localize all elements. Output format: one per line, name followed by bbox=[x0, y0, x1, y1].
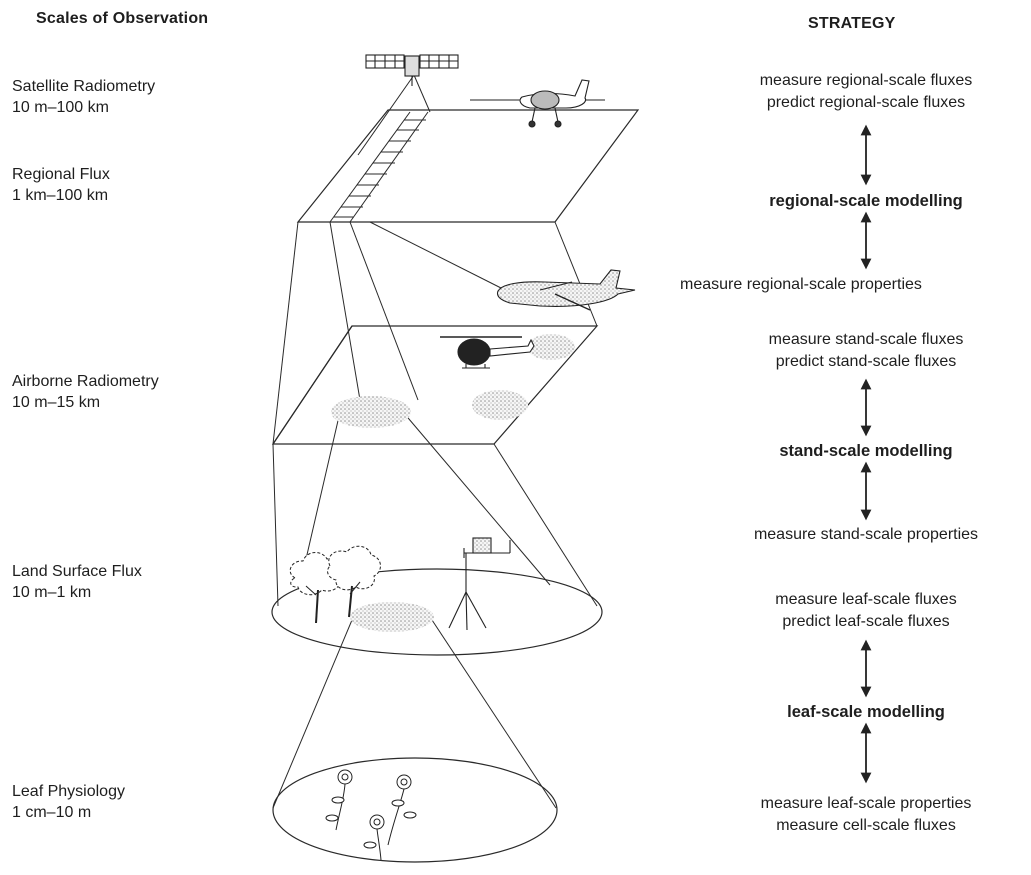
flux-tower-icon bbox=[448, 537, 511, 631]
projection-lines-regional bbox=[272, 221, 598, 445]
projection-lines-land bbox=[272, 619, 557, 809]
strategy-line: measure stand-scale fluxes bbox=[768, 331, 964, 348]
scales-of-observation-heading: Scales of Observation bbox=[36, 10, 209, 27]
jet-plane-icon bbox=[496, 269, 636, 311]
footprint-airborne-top bbox=[527, 334, 575, 360]
scale-range: 10 m–15 km bbox=[12, 394, 101, 411]
strategy-line: predict stand-scale fluxes bbox=[775, 353, 957, 370]
scale-range: 1 cm–10 m bbox=[12, 804, 92, 821]
strategy-line: predict leaf-scale fluxes bbox=[782, 613, 950, 630]
helicopter-icon bbox=[440, 336, 535, 369]
strategy-leaf-bottom: measure leaf-scale properties measure ce… bbox=[696, 793, 1031, 837]
land-surface-ellipse bbox=[271, 568, 603, 656]
tree-icon bbox=[289, 545, 381, 624]
footprint-airborne-left bbox=[331, 396, 411, 428]
ladder-strip bbox=[329, 74, 431, 223]
strategy-heading: STRATEGY bbox=[808, 15, 896, 32]
scale-name: Satellite Radiometry bbox=[12, 78, 156, 95]
footprint-land bbox=[350, 602, 434, 632]
regional-plane bbox=[296, 109, 640, 223]
scale-name: Land Surface Flux bbox=[12, 563, 142, 580]
strategy-line: measure cell-scale fluxes bbox=[776, 817, 956, 834]
scale-land-surface-flux: Land Surface Flux 10 m–1 km bbox=[12, 561, 142, 603]
scale-leaf-physiology: Leaf Physiology 1 cm–10 m bbox=[12, 781, 125, 823]
scale-airborne-radiometry: Airborne Radiometry 10 m–15 km bbox=[12, 371, 159, 413]
strategy-stand-model: stand-scale modelling bbox=[779, 442, 953, 460]
scale-name: Airborne Radiometry bbox=[12, 373, 159, 390]
leaf-ellipse bbox=[272, 757, 558, 863]
strategy-line: measure leaf-scale fluxes bbox=[775, 591, 957, 608]
satellite-icon bbox=[365, 54, 459, 86]
scale-regional-flux: Regional Flux 1 km–100 km bbox=[12, 164, 110, 206]
strategy-leaf-model: leaf-scale modelling bbox=[787, 703, 945, 721]
strategy-line: measure regional-scale fluxes bbox=[759, 72, 973, 89]
scale-range: 10 m–100 km bbox=[12, 99, 109, 116]
strategy-line: measure leaf-scale properties bbox=[760, 795, 972, 812]
scale-name: Regional Flux bbox=[12, 166, 110, 183]
scale-name: Leaf Physiology bbox=[12, 783, 125, 800]
strategy-regional-props: measure regional-scale properties bbox=[680, 276, 922, 293]
strategy-stand-measure: measure stand-scale fluxes predict stand… bbox=[696, 329, 1031, 373]
footprint-airborne-right bbox=[472, 390, 528, 420]
strategy-regional-measure: measure regional-scale fluxes predict re… bbox=[696, 70, 1031, 114]
strategy-line: predict regional-scale fluxes bbox=[766, 94, 966, 111]
flower-icon bbox=[325, 769, 417, 861]
strategy-regional-model: regional-scale modelling bbox=[769, 192, 963, 210]
small-plane-icon bbox=[470, 79, 605, 128]
scale-range: 1 km–100 km bbox=[12, 187, 109, 204]
scale-range: 10 m–1 km bbox=[12, 584, 92, 601]
strategy-stand-props: measure stand-scale properties bbox=[753, 526, 979, 543]
strategy-leaf-measure: measure leaf-scale fluxes predict leaf-s… bbox=[696, 589, 1031, 633]
scale-satellite-radiometry: Satellite Radiometry 10 m–100 km bbox=[12, 76, 155, 118]
